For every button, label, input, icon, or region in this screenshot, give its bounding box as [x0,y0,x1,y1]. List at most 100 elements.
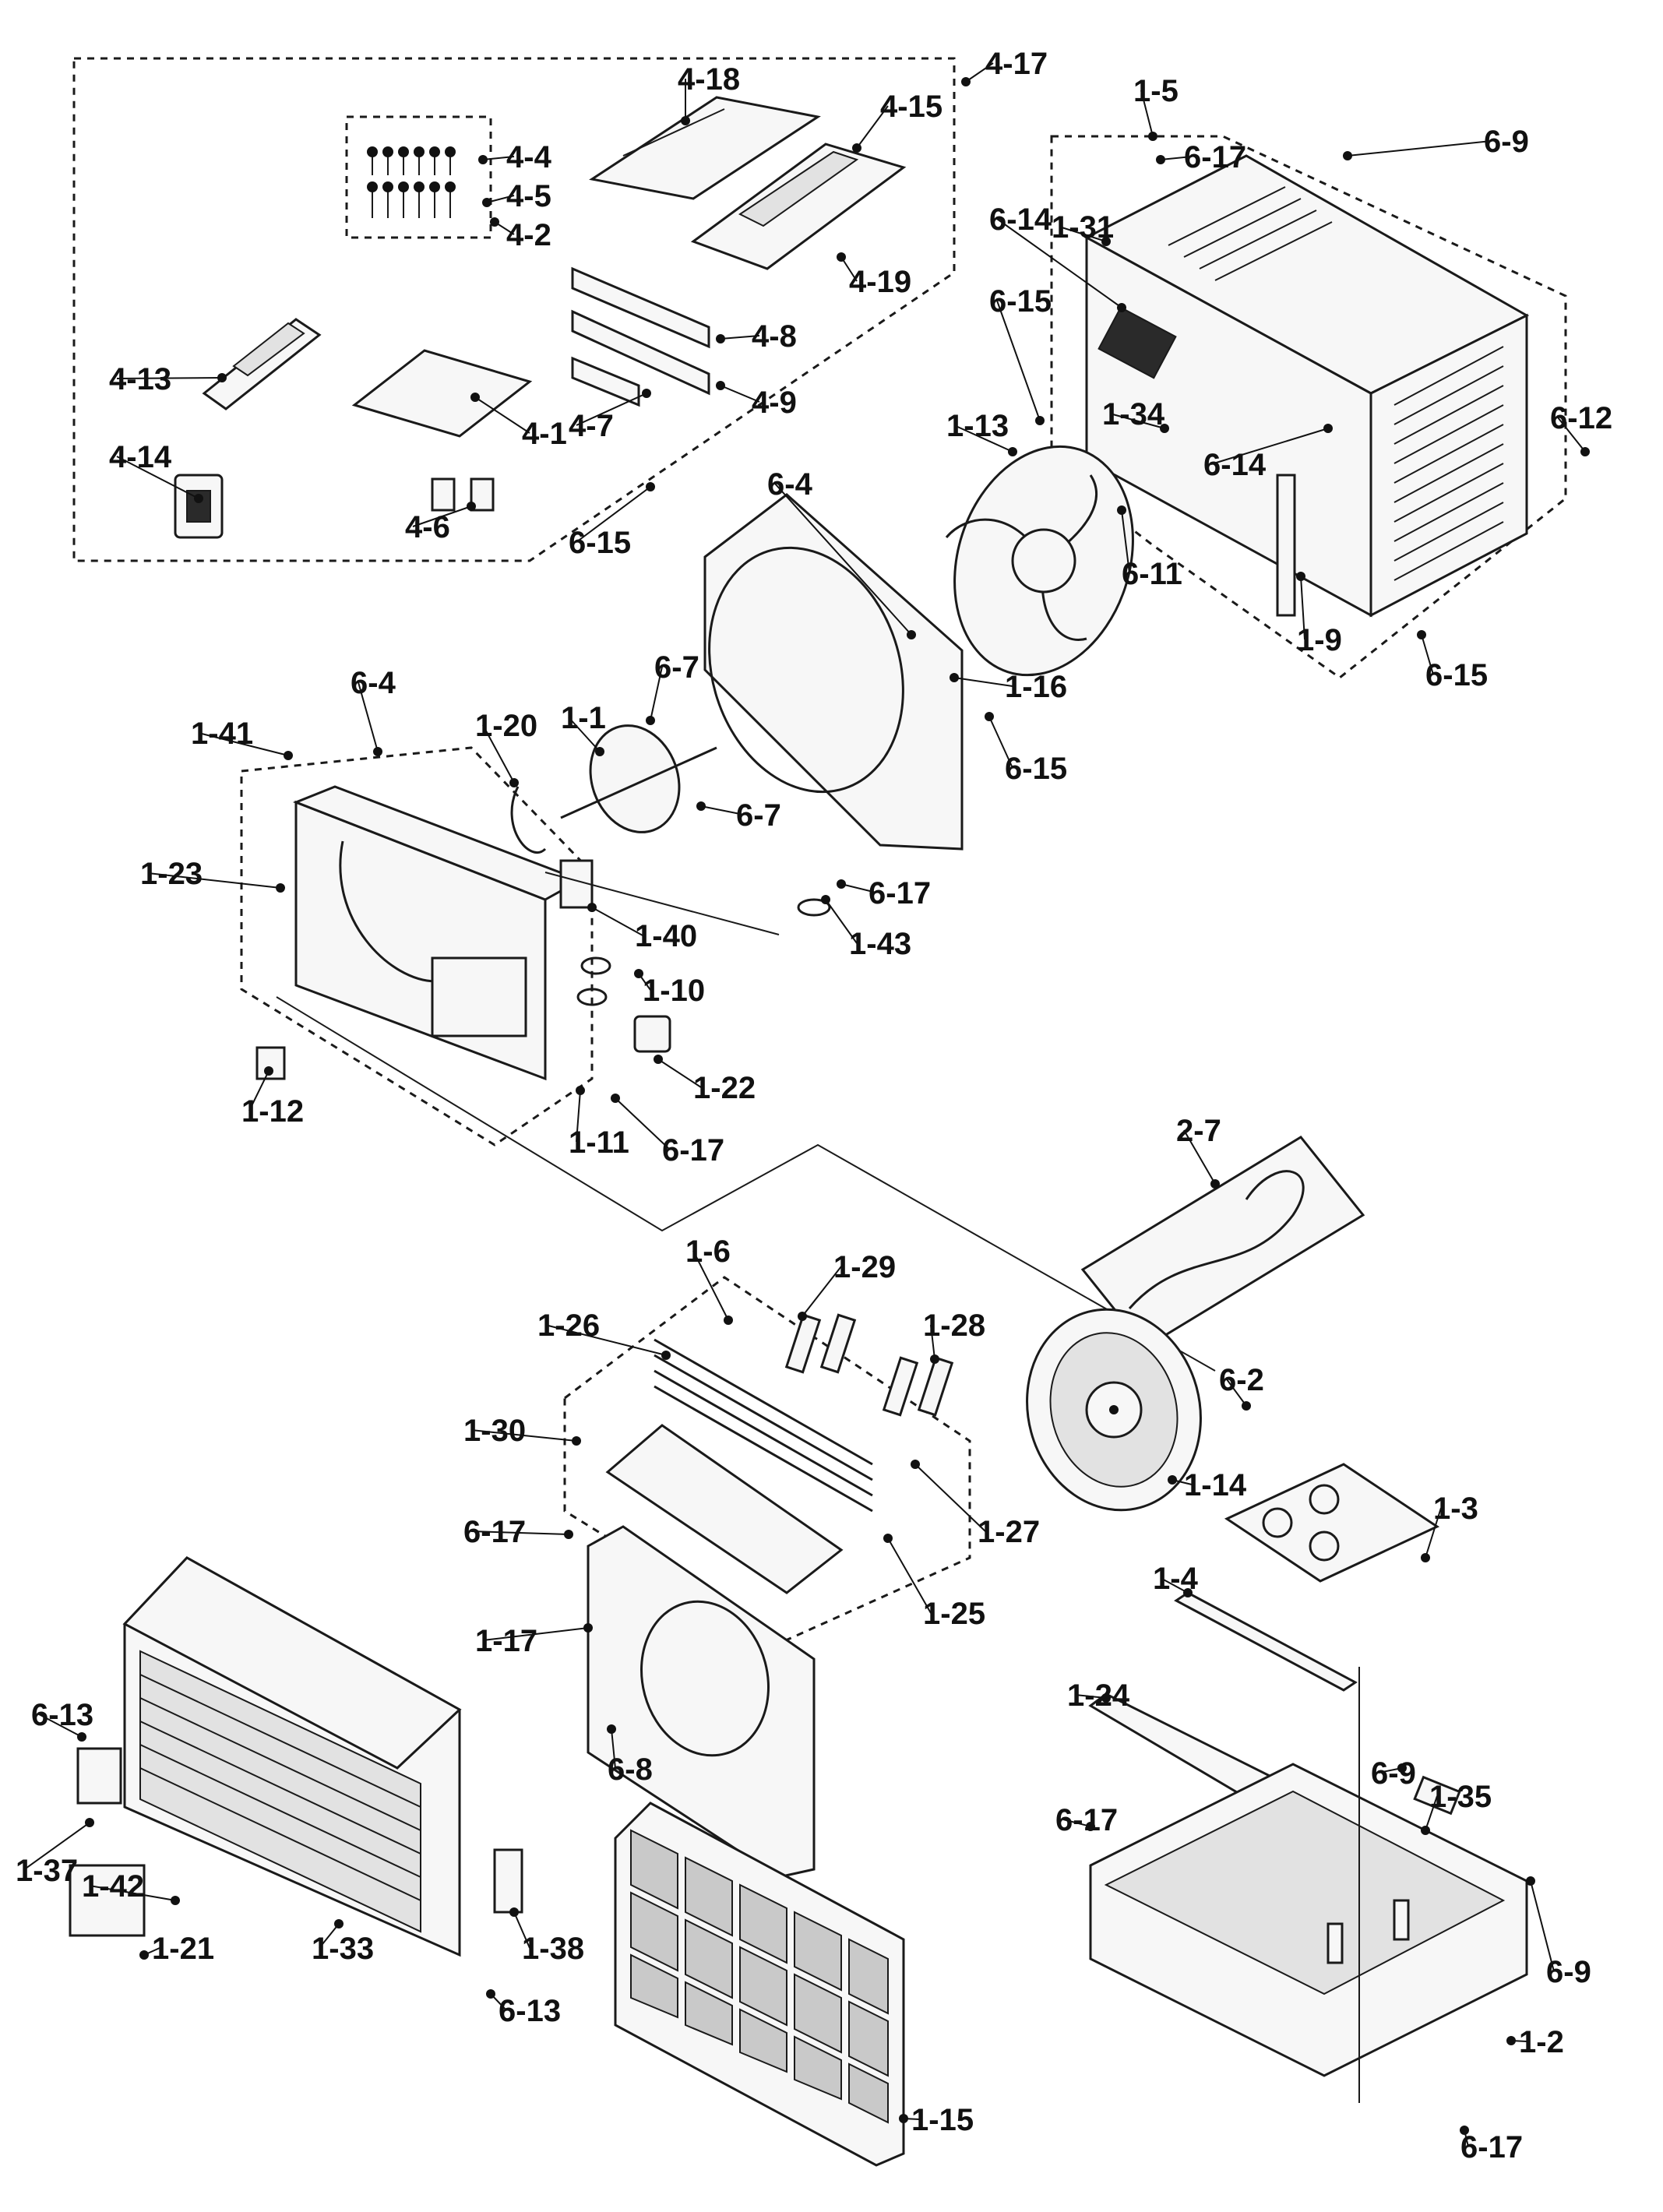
part-number-label: 1-21 [152,1932,214,1966]
part-number-label: 6-12 [1550,401,1612,435]
part-number-label: 1-10 [643,974,705,1008]
leader-dot [899,2114,908,2123]
leader-line [89,1885,176,1901]
leader-dot [837,252,846,262]
leader-line [1059,226,1107,242]
front-grille [69,1556,523,1957]
part-number-label: 6-11 [1122,557,1182,591]
part-number-label: 4-19 [849,265,911,299]
fan-shroud [703,493,964,851]
part-number-label: 1-30 [463,1414,526,1448]
leader-dot [1460,2126,1469,2135]
part-number-label: 1-2 [1519,2025,1564,2059]
cabinet-louvers [1168,186,1504,581]
leader-line [615,1097,671,1150]
leader-line [825,899,858,944]
leader-line [1347,140,1492,157]
part-number-label: 6-7 [736,798,781,833]
leader-line [470,1530,569,1535]
part-number-label: 4-4 [506,140,552,174]
leader-line [248,1070,270,1111]
leader-dot [1156,155,1165,164]
part-number-label: 6-13 [31,1698,93,1732]
leader-dot [482,198,492,207]
leader-dot [373,747,382,756]
louver-group [563,1276,971,1645]
leader-line [319,1923,340,1949]
leader-line [486,195,515,203]
part-number-label: 6-7 [654,650,699,685]
leader-line [591,907,643,936]
leader-line [358,682,379,752]
part-number-label: 6-15 [569,526,631,560]
leader-line [482,724,515,784]
leader-line [996,218,1122,308]
leader-line [1425,1507,1442,1559]
leader-line [953,424,1013,453]
part-number-label: 6-14 [989,203,1052,237]
leader-line [611,1728,616,1770]
leader-dot [716,334,725,343]
air-filter [614,1802,905,2167]
leader-dot [716,381,725,390]
part-number-label: 4-7 [569,409,614,443]
leader-dot [194,494,203,503]
leader-line [1300,576,1305,640]
leader-dot [1323,424,1333,433]
part-number-label: 1-15 [911,2103,974,2137]
leader-dot [1296,572,1305,581]
leader-dot [985,712,994,721]
leader-dot [85,1818,94,1827]
part-number-label: 4-13 [109,362,171,396]
leader-line [482,1627,589,1641]
leader-dot [276,883,285,893]
leader-dot [642,389,651,398]
leader-dot [564,1530,573,1539]
leader-line [38,1714,83,1738]
leader-line [1062,1819,1091,1827]
leader-line [1160,1577,1189,1594]
part-number-label: 1-38 [522,1932,584,1966]
leader-dot [911,1460,920,1469]
part-number-label: 4-18 [678,62,740,97]
partition-panel [587,1525,816,1879]
part-number-label: 6-17 [662,1133,724,1168]
part-number-label: 1-6 [685,1235,731,1269]
leader-dot [1168,1475,1177,1485]
leader-line [914,1464,986,1532]
leader-dot [607,1724,616,1734]
curtain-panels [571,266,710,407]
condenser-fan [945,445,1134,677]
part-number-label: 6-15 [989,284,1052,319]
leader-line [887,1537,932,1614]
part-number-label: 1-5 [1133,74,1179,108]
leader-line [1074,1694,1107,1699]
part-number-label: 6-17 [1184,140,1246,174]
leader-line [576,486,651,543]
leader-dot [634,969,643,978]
leader-dot [646,482,655,491]
leader-dot [595,747,604,756]
leader-dot [950,673,959,682]
part-number-label: 1-1 [561,701,606,735]
leader-dot [1526,1876,1535,1886]
leader-line [930,1324,935,1360]
leader-dot [334,1919,344,1928]
part-number-label: 1-26 [537,1309,600,1343]
leader-line [774,483,912,636]
part-number-label: 1-35 [1429,1780,1492,1814]
part-number-label: 4-6 [405,510,450,544]
leader-dot [1421,1826,1430,1835]
leader-dot [930,1354,939,1364]
part-number-label: 6-9 [1546,1955,1591,1989]
leader-line [474,396,530,434]
part-number-label: 6-4 [767,467,813,502]
part-number-label: 6-15 [1425,658,1488,692]
leader-dot [587,903,597,912]
leader-dot [611,1094,620,1103]
part-number-label: 1-9 [1297,623,1342,657]
leader-dot [1101,237,1111,246]
leader-line [513,1911,530,1949]
leader-dot [696,801,706,811]
